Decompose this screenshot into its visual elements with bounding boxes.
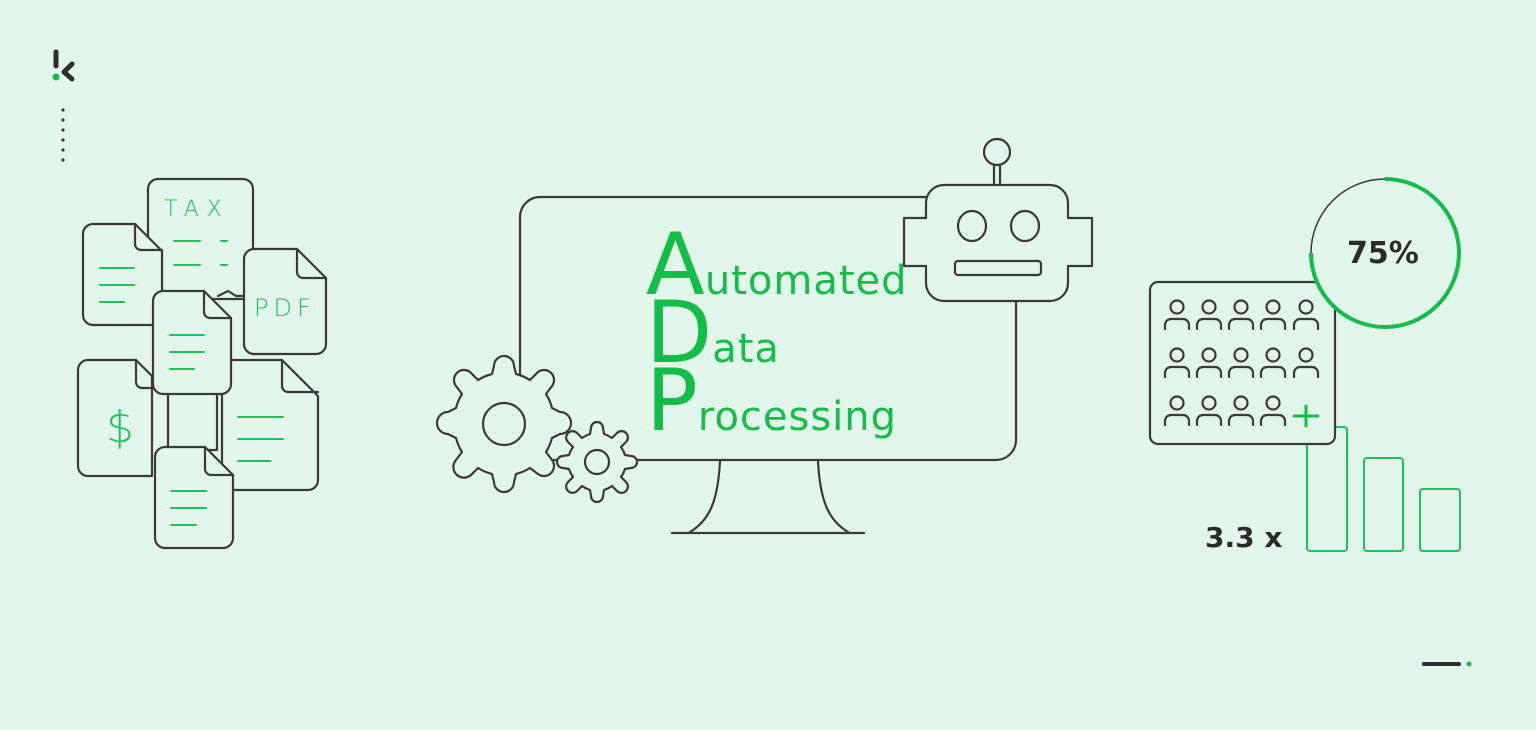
title-rest-automated: utomated xyxy=(704,258,908,304)
title-initial-d: D xyxy=(646,283,713,383)
title-line-data: Data xyxy=(646,290,780,376)
k-logo-icon xyxy=(52,49,75,82)
bar-chart-icon xyxy=(1306,426,1461,552)
monitor-icon xyxy=(518,195,1018,535)
dollar-document-icon xyxy=(76,358,154,478)
gear-icon xyxy=(435,354,573,494)
title-rest-data: ata xyxy=(712,326,780,372)
people-grid-icon xyxy=(1148,280,1337,446)
percentage-stat: 75% xyxy=(1347,236,1419,271)
title-initial-a: A xyxy=(646,215,705,315)
pdf-document-icon xyxy=(216,247,328,356)
title-line-processing: Processing xyxy=(646,358,897,444)
documents-cluster-icon xyxy=(76,177,328,550)
gear-icon xyxy=(555,420,639,504)
pagination-indicator-icon xyxy=(1422,661,1472,667)
dollar-label: $ xyxy=(106,402,134,453)
plus-icon xyxy=(1293,405,1319,427)
document-icon xyxy=(151,289,233,396)
title-rest-processing: rocessing xyxy=(697,394,898,440)
document-icon xyxy=(153,445,235,550)
multiplier-stat: 3.3 x xyxy=(1205,521,1283,554)
title-initial-p: P xyxy=(646,351,698,451)
document-icon xyxy=(81,222,164,327)
pdf-label: PDF xyxy=(254,294,316,322)
document-icon xyxy=(220,358,320,492)
title-line-automated: Automated xyxy=(646,222,908,308)
progress-ring-icon xyxy=(1309,177,1461,329)
tax-label: TAX xyxy=(164,197,230,222)
dotted-divider-icon xyxy=(61,108,65,162)
robot-icon xyxy=(902,137,1094,303)
